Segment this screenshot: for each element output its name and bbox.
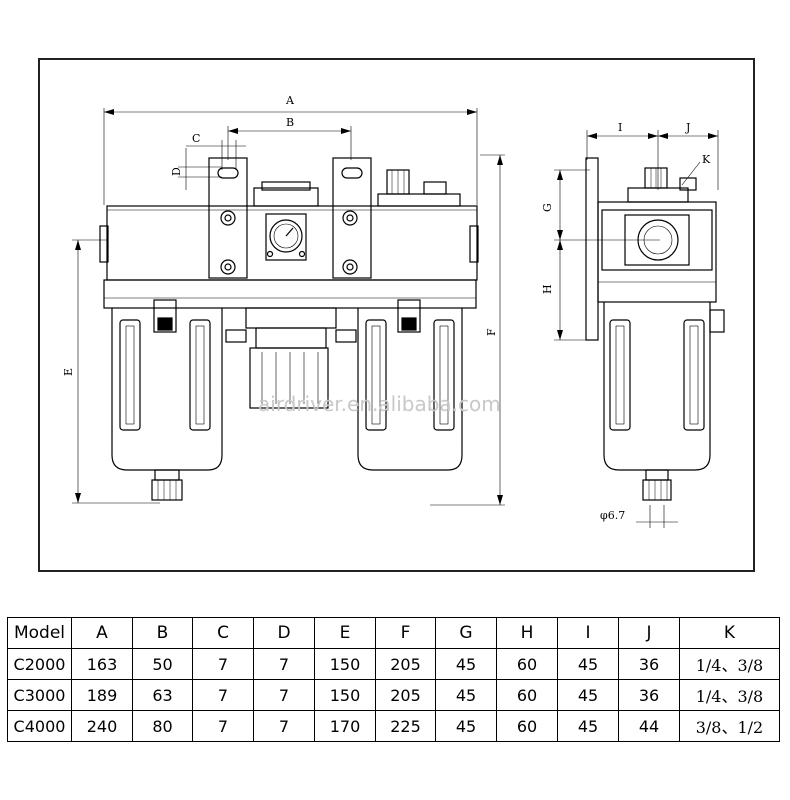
cell-d: 7 xyxy=(253,710,315,742)
dim-label-c: C xyxy=(192,132,200,145)
cell-model: C3000 xyxy=(7,679,72,711)
cell-model: C2000 xyxy=(7,648,72,680)
cell-i: 45 xyxy=(557,679,619,711)
col-header-f: F xyxy=(375,617,436,649)
col-header-model: Model xyxy=(7,617,72,649)
dim-label-e: E xyxy=(62,368,75,376)
cell-c: 7 xyxy=(192,648,254,680)
cell-g: 45 xyxy=(435,710,497,742)
cell-k: 3/8、1/2 xyxy=(679,710,780,742)
spec-table: Model A B C D E F G H I J K C2000 163 50… xyxy=(7,617,780,742)
col-header-c: C xyxy=(192,617,254,649)
col-header-h: H xyxy=(496,617,558,649)
col-header-a: A xyxy=(71,617,133,649)
cell-e: 150 xyxy=(314,648,376,680)
cell-model: C4000 xyxy=(7,710,72,742)
col-header-i: I xyxy=(557,617,619,649)
cell-i: 45 xyxy=(557,710,619,742)
cell-e: 170 xyxy=(314,710,376,742)
table-row: C3000 189 63 7 7 150 205 45 60 45 36 1/4… xyxy=(7,679,780,711)
cell-d: 7 xyxy=(253,648,315,680)
cell-a: 163 xyxy=(71,648,133,680)
col-header-g: G xyxy=(435,617,497,649)
cell-f: 205 xyxy=(375,648,436,680)
dim-label-h: H xyxy=(541,284,554,294)
watermark: airdriver.en.alibaba.com xyxy=(258,392,501,416)
cell-d: 7 xyxy=(253,679,315,711)
col-header-j: J xyxy=(618,617,680,649)
dim-label-i: I xyxy=(618,121,622,134)
cell-g: 45 xyxy=(435,679,497,711)
cell-j: 36 xyxy=(618,648,680,680)
dim-label-j: J xyxy=(685,121,690,134)
cell-c: 7 xyxy=(192,710,254,742)
dim-label-g: G xyxy=(541,203,554,212)
dim-label-k: K xyxy=(702,153,711,166)
table-header-row: Model A B C D E F G H I J K xyxy=(7,617,780,649)
col-header-d: D xyxy=(253,617,315,649)
cell-g: 45 xyxy=(435,648,497,680)
cell-i: 45 xyxy=(557,648,619,680)
cell-b: 80 xyxy=(132,710,193,742)
cell-e: 150 xyxy=(314,679,376,711)
col-header-b: B xyxy=(132,617,193,649)
dim-label-phi: φ6.7 xyxy=(600,509,625,522)
cell-j: 44 xyxy=(618,710,680,742)
dim-label-d: D xyxy=(170,167,183,176)
cell-k: 1/4、3/8 xyxy=(679,679,780,711)
cell-h: 60 xyxy=(496,710,558,742)
cell-h: 60 xyxy=(496,679,558,711)
col-header-e: E xyxy=(314,617,376,649)
technical-drawing: A B C D E F G H I J K φ6.7 airdriver.en.… xyxy=(62,94,725,528)
table-row: C2000 163 50 7 7 150 205 45 60 45 36 1/4… xyxy=(7,648,780,680)
cell-k: 1/4、3/8 xyxy=(679,648,780,680)
cell-f: 205 xyxy=(375,679,436,711)
cell-b: 50 xyxy=(132,648,193,680)
cell-j: 36 xyxy=(618,679,680,711)
cell-f: 225 xyxy=(375,710,436,742)
cell-a: 240 xyxy=(71,710,133,742)
table-row: C4000 240 80 7 7 170 225 45 60 45 44 3/8… xyxy=(7,710,780,742)
dim-label-f: F xyxy=(485,328,498,336)
cell-h: 60 xyxy=(496,648,558,680)
col-header-k: K xyxy=(679,617,780,649)
cell-a: 189 xyxy=(71,679,133,711)
dim-label-a: A xyxy=(285,94,295,107)
cell-b: 63 xyxy=(132,679,193,711)
dim-label-b: B xyxy=(286,116,294,129)
cell-c: 7 xyxy=(192,679,254,711)
drawing-frame xyxy=(38,58,755,572)
